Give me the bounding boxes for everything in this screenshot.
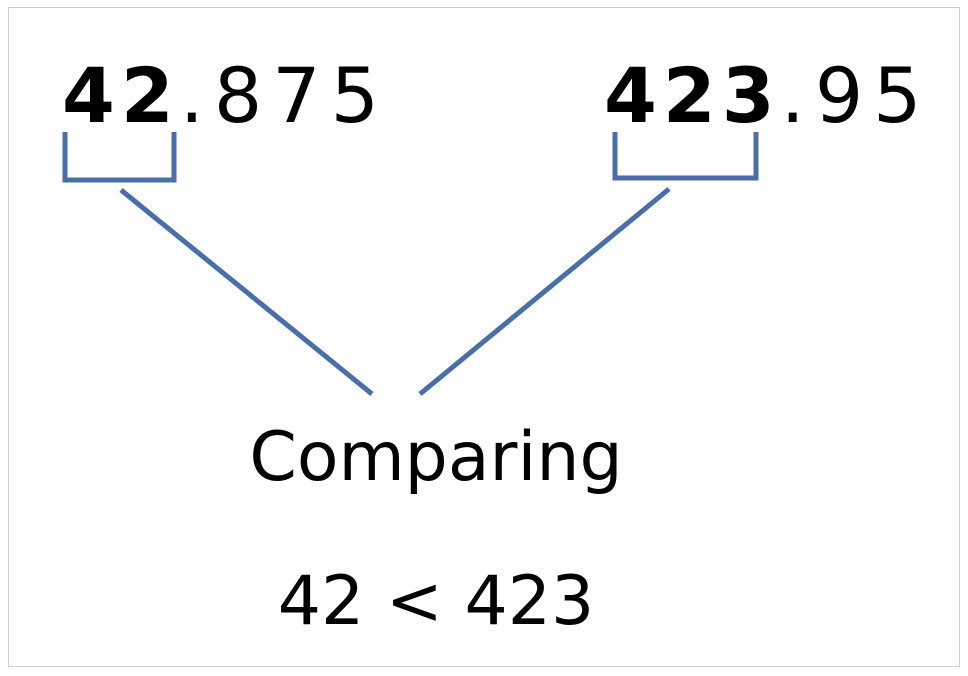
- left-number-fraction-part: .875: [179, 51, 389, 140]
- right-bracket: [612, 132, 759, 181]
- right-number-fraction-part: .95: [780, 51, 932, 140]
- left-bracket: [62, 132, 177, 183]
- right-number-whole-part: 423: [604, 51, 781, 140]
- right-number: 423.95: [604, 58, 932, 134]
- left-number-whole-part: 42: [62, 51, 180, 140]
- diagram-frame: [8, 7, 960, 667]
- comparing-label: Comparing: [249, 418, 623, 497]
- comparison-result: 42 < 423: [277, 562, 595, 641]
- left-connector-line: [119, 188, 374, 396]
- left-number: 42.875: [62, 58, 389, 134]
- right-connector-line: [418, 187, 671, 396]
